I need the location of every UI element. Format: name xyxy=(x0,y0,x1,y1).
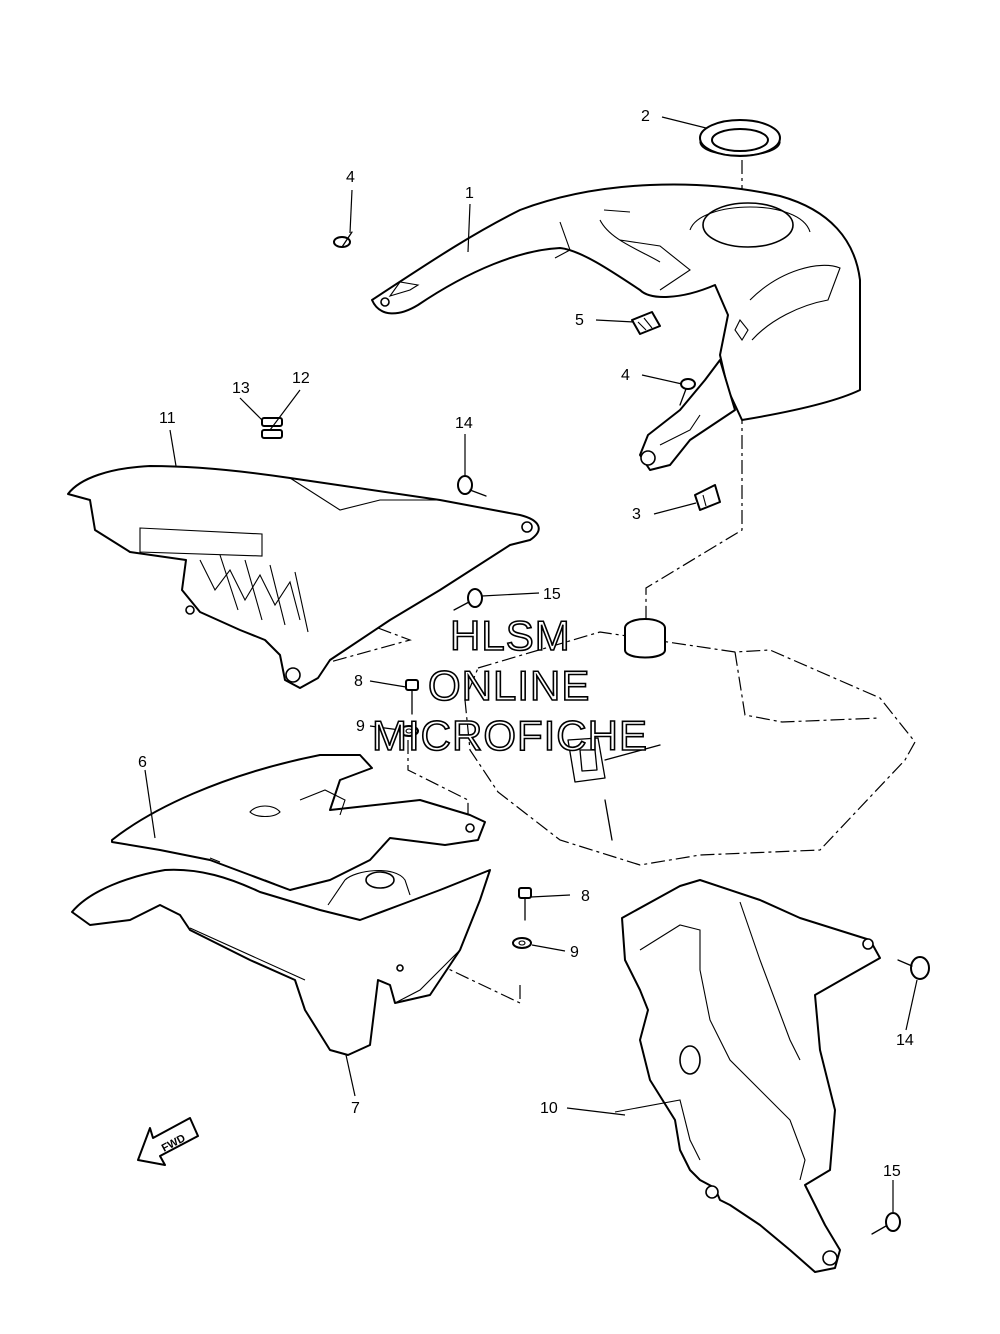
callout-15-upper: 15 xyxy=(543,586,561,603)
callout-12: 12 xyxy=(292,370,310,387)
tank-bracket-part-1 xyxy=(639,359,736,471)
callout-7: 7 xyxy=(351,1100,360,1117)
watermark: HLSM ONLINE MICROFICHE xyxy=(371,611,648,760)
screw-part-15-upper xyxy=(453,588,483,611)
screw-part-4-upper xyxy=(333,231,353,248)
callout-8-upper: 8 xyxy=(354,673,363,690)
clip-part-5 xyxy=(631,311,661,335)
watermark-line-2: ONLINE xyxy=(428,662,590,709)
callout-4-upper: 4 xyxy=(346,169,355,186)
callout-10: 10 xyxy=(540,1100,558,1117)
leader-lines xyxy=(144,116,918,1212)
watermark-line-3: MICROFICHE xyxy=(372,712,648,759)
screw-part-15-lower xyxy=(871,1212,901,1235)
washer-part-9-lower xyxy=(512,937,532,949)
tank-grommet xyxy=(624,618,666,659)
callout-labels: 1 2 3 4 4 5 6 7 8 8 9 9 10 11 12 13 14 1… xyxy=(138,108,914,1180)
callout-14-upper: 14 xyxy=(455,415,473,432)
callout-5: 5 xyxy=(575,312,584,329)
callout-4-lower: 4 xyxy=(621,367,630,384)
callout-9-upper: 9 xyxy=(356,718,365,735)
callout-3: 3 xyxy=(632,506,641,523)
side-panel-part-7 xyxy=(71,868,491,1056)
lower-cowl-part-10 xyxy=(614,879,881,1273)
callout-6: 6 xyxy=(138,754,147,771)
callout-14-lower: 14 xyxy=(896,1032,914,1049)
bolt-part-8-lower xyxy=(518,887,532,921)
fuel-tank-outline xyxy=(464,631,916,866)
pad-part-13 xyxy=(261,417,283,427)
callout-1: 1 xyxy=(465,185,474,202)
screw-part-14-lower xyxy=(897,956,930,980)
callout-15-lower: 15 xyxy=(883,1163,901,1180)
washer-part-9-upper xyxy=(399,725,419,737)
tank-cover-part-1 xyxy=(371,183,861,421)
screw-part-14-upper xyxy=(457,475,487,497)
fwd-arrow-icon: FWD xyxy=(137,1117,199,1166)
callout-11: 11 xyxy=(159,410,176,427)
clip-part-3 xyxy=(694,484,721,511)
bolt-part-8-upper xyxy=(405,679,419,715)
callout-8-lower: 8 xyxy=(581,888,590,905)
callout-9-lower: 9 xyxy=(570,944,579,961)
pad-part-12 xyxy=(261,429,283,439)
watermark-line-1: HLSM xyxy=(450,612,571,659)
callout-2: 2 xyxy=(641,108,650,125)
duct-cover-part-11 xyxy=(67,465,540,689)
callout-13: 13 xyxy=(232,380,250,397)
side-panel-part-6 xyxy=(111,754,486,891)
cap-gasket-part-2 xyxy=(699,119,781,157)
